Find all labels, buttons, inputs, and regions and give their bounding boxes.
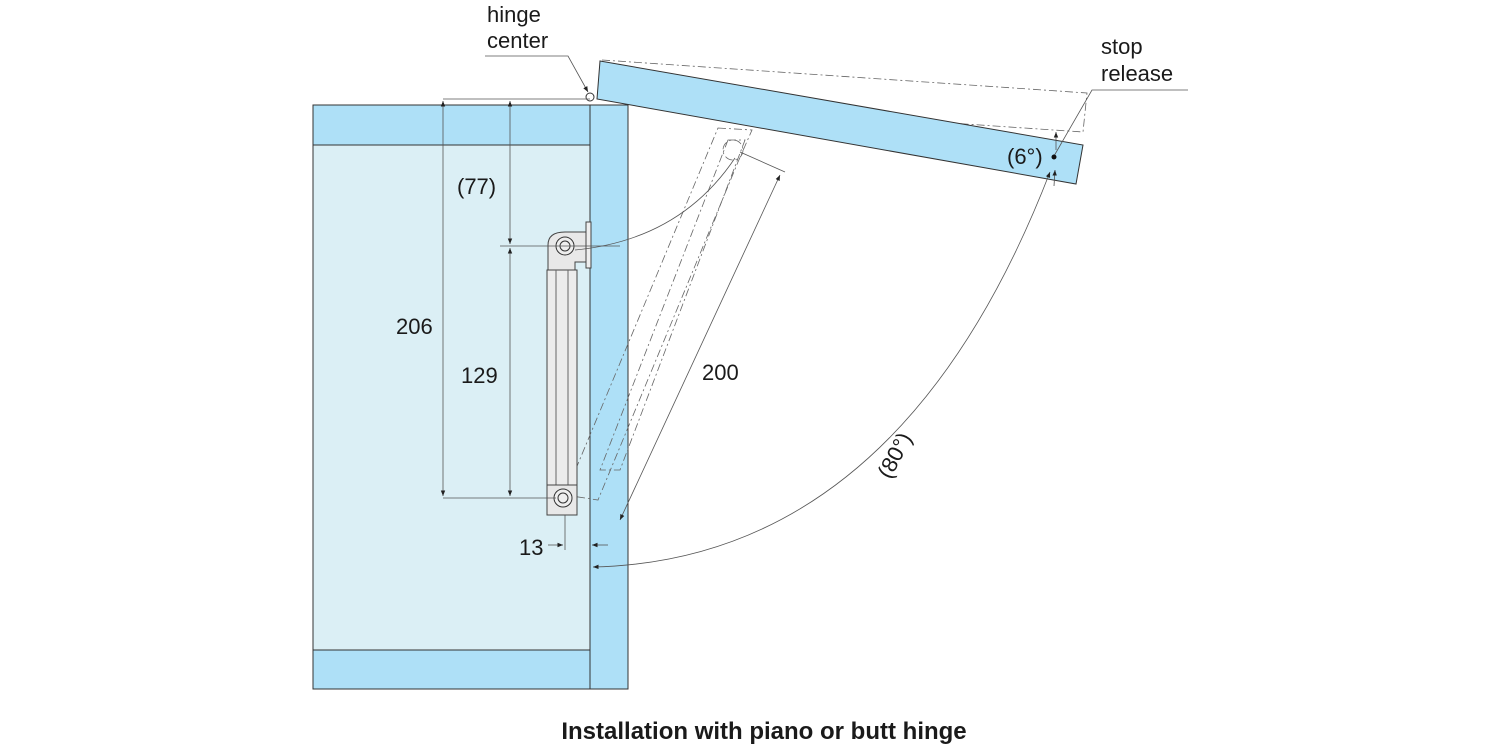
dim-offset-label: 13 — [519, 535, 543, 560]
lid-stay-mechanism — [546, 221, 592, 516]
dim-stroke-label: 129 — [461, 363, 498, 388]
hinge-center-leader — [485, 55, 589, 93]
angle-stop-label: (6°) — [1007, 144, 1043, 169]
stop-release-label-2: release — [1101, 61, 1173, 86]
dim-total-label: 206 — [396, 314, 433, 339]
cabinet-bottom-panel — [312, 649, 591, 690]
hinge-center-icon — [585, 92, 595, 102]
dimension-lines — [440, 89, 1188, 570]
cabinet-interior — [312, 144, 591, 651]
angle-open-label: (80°) — [872, 428, 917, 482]
hinge-center-label: hinge — [487, 2, 541, 27]
cabinet-side-panel — [589, 104, 629, 690]
dim-length-label: 200 — [702, 360, 739, 385]
hinge-center-label-2: center — [487, 28, 548, 53]
stop-release-label: stop — [1101, 34, 1143, 59]
lid-flap — [596, 60, 1084, 185]
dim-top-label: (77) — [457, 174, 496, 199]
diagram-caption: Installation with piano or butt hinge — [561, 718, 966, 745]
cabinet-top-panel — [312, 104, 591, 146]
